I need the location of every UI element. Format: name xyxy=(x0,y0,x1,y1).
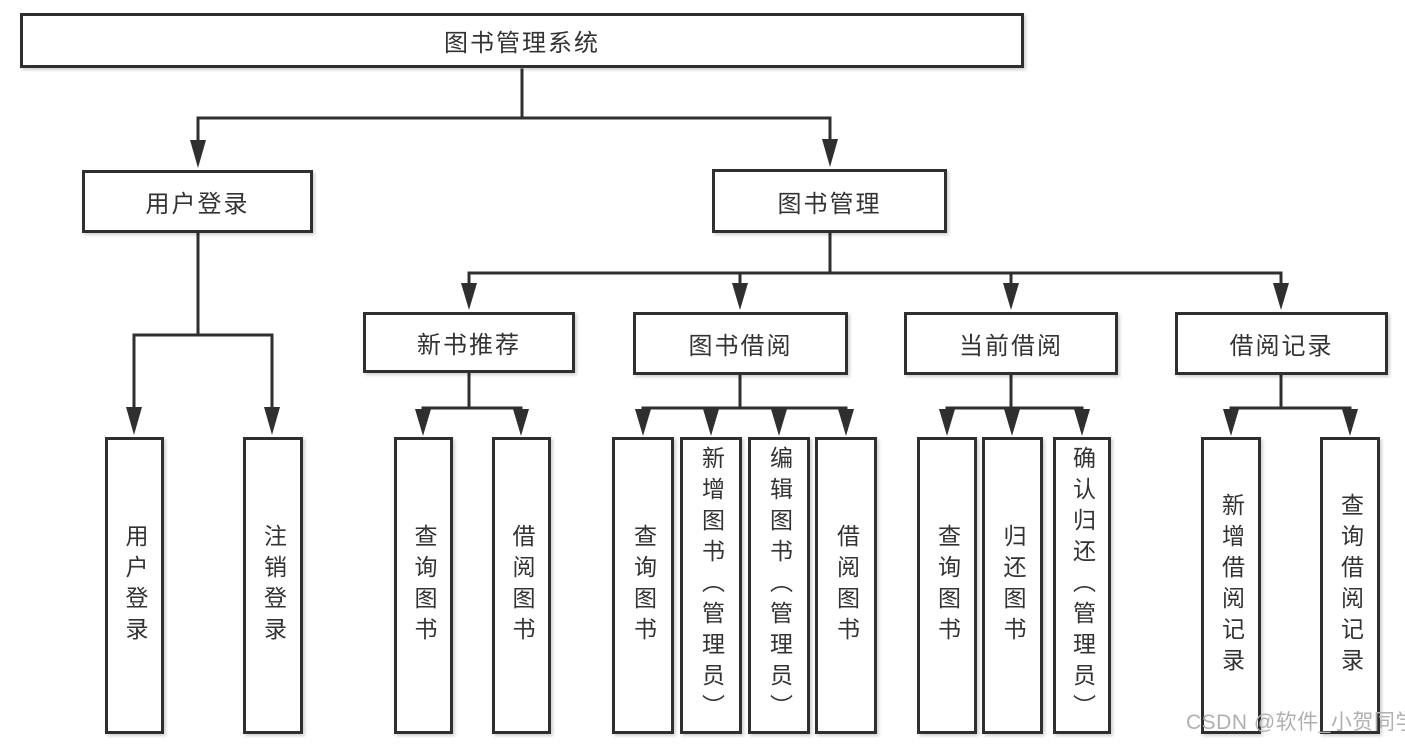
arrow-down-icon xyxy=(822,139,838,167)
arrow-down-icon xyxy=(415,409,431,436)
node-new-book-recommend: 新书推荐 xyxy=(363,312,575,373)
arrow-down-icon xyxy=(513,409,529,436)
arrow-down-icon xyxy=(1004,409,1020,436)
connector-line xyxy=(196,68,832,143)
connector-borrow-records-children xyxy=(1223,371,1358,436)
connector-new-book-children xyxy=(415,371,529,436)
arrow-down-icon xyxy=(771,409,787,436)
arrow-down-icon xyxy=(703,409,719,436)
arrow-down-icon xyxy=(635,409,651,436)
arrow-down-icon xyxy=(461,283,477,310)
node-leaf-add-borrow-record: 新增借阅记录 xyxy=(1201,437,1261,734)
node-user-login: 用户登录 xyxy=(82,170,313,233)
arrow-down-icon xyxy=(1223,409,1239,436)
connector-line xyxy=(1229,371,1352,410)
node-book-borrow: 图书借阅 xyxy=(633,312,848,375)
node-leaf-borrow-books-2: 借阅图书 xyxy=(815,437,877,734)
connector-line xyxy=(467,231,1283,286)
watermark-text: CSDN @软件_小贺同学 xyxy=(1186,711,1405,734)
connector-user-login-children xyxy=(126,231,280,435)
node-leaf-query-books-2: 查询图书 xyxy=(612,437,674,734)
connector-line xyxy=(132,231,274,410)
node-current-borrow: 当前借阅 xyxy=(904,312,1118,375)
node-leaf-query-books-1: 查询图书 xyxy=(394,437,453,734)
node-leaf-query-borrow-record: 查询借阅记录 xyxy=(1320,437,1380,734)
arrow-down-icon xyxy=(264,407,280,435)
connector-current-borrow-children xyxy=(939,371,1090,436)
arrow-down-icon xyxy=(838,409,854,436)
connector-line xyxy=(421,371,523,410)
node-leaf-query-books-3: 查询图书 xyxy=(917,437,977,734)
connector-book-management-children xyxy=(461,231,1289,310)
connector-line xyxy=(641,371,848,410)
node-leaf-return-books: 归还图书 xyxy=(982,437,1043,734)
node-borrow-records: 借阅记录 xyxy=(1175,312,1388,375)
node-leaf-user-login: 用户登录 xyxy=(105,437,164,734)
connector-root-to-level2 xyxy=(190,68,838,168)
arrow-down-icon xyxy=(190,140,206,168)
arrow-down-icon xyxy=(939,409,955,436)
node-book-management: 图书管理 xyxy=(712,169,947,233)
node-leaf-add-books-admin: 新增图书（管理员） xyxy=(680,437,742,734)
node-root: 图书管理系统 xyxy=(20,13,1024,68)
arrow-down-icon xyxy=(1342,409,1358,436)
arrow-down-icon xyxy=(1273,283,1289,310)
arrow-down-icon xyxy=(1074,409,1090,436)
node-leaf-edit-books-admin: 编辑图书（管理员） xyxy=(748,437,810,734)
node-leaf-borrow-books-1: 借阅图书 xyxy=(492,437,551,734)
connector-line xyxy=(945,371,1084,410)
node-leaf-confirm-return-admin: 确认归还（管理员） xyxy=(1053,437,1111,734)
arrow-down-icon xyxy=(1003,283,1019,310)
node-leaf-logout: 注销登录 xyxy=(243,437,303,734)
connector-book-borrow-children xyxy=(635,371,854,436)
arrow-down-icon xyxy=(732,283,748,310)
arrow-down-icon xyxy=(126,407,142,435)
